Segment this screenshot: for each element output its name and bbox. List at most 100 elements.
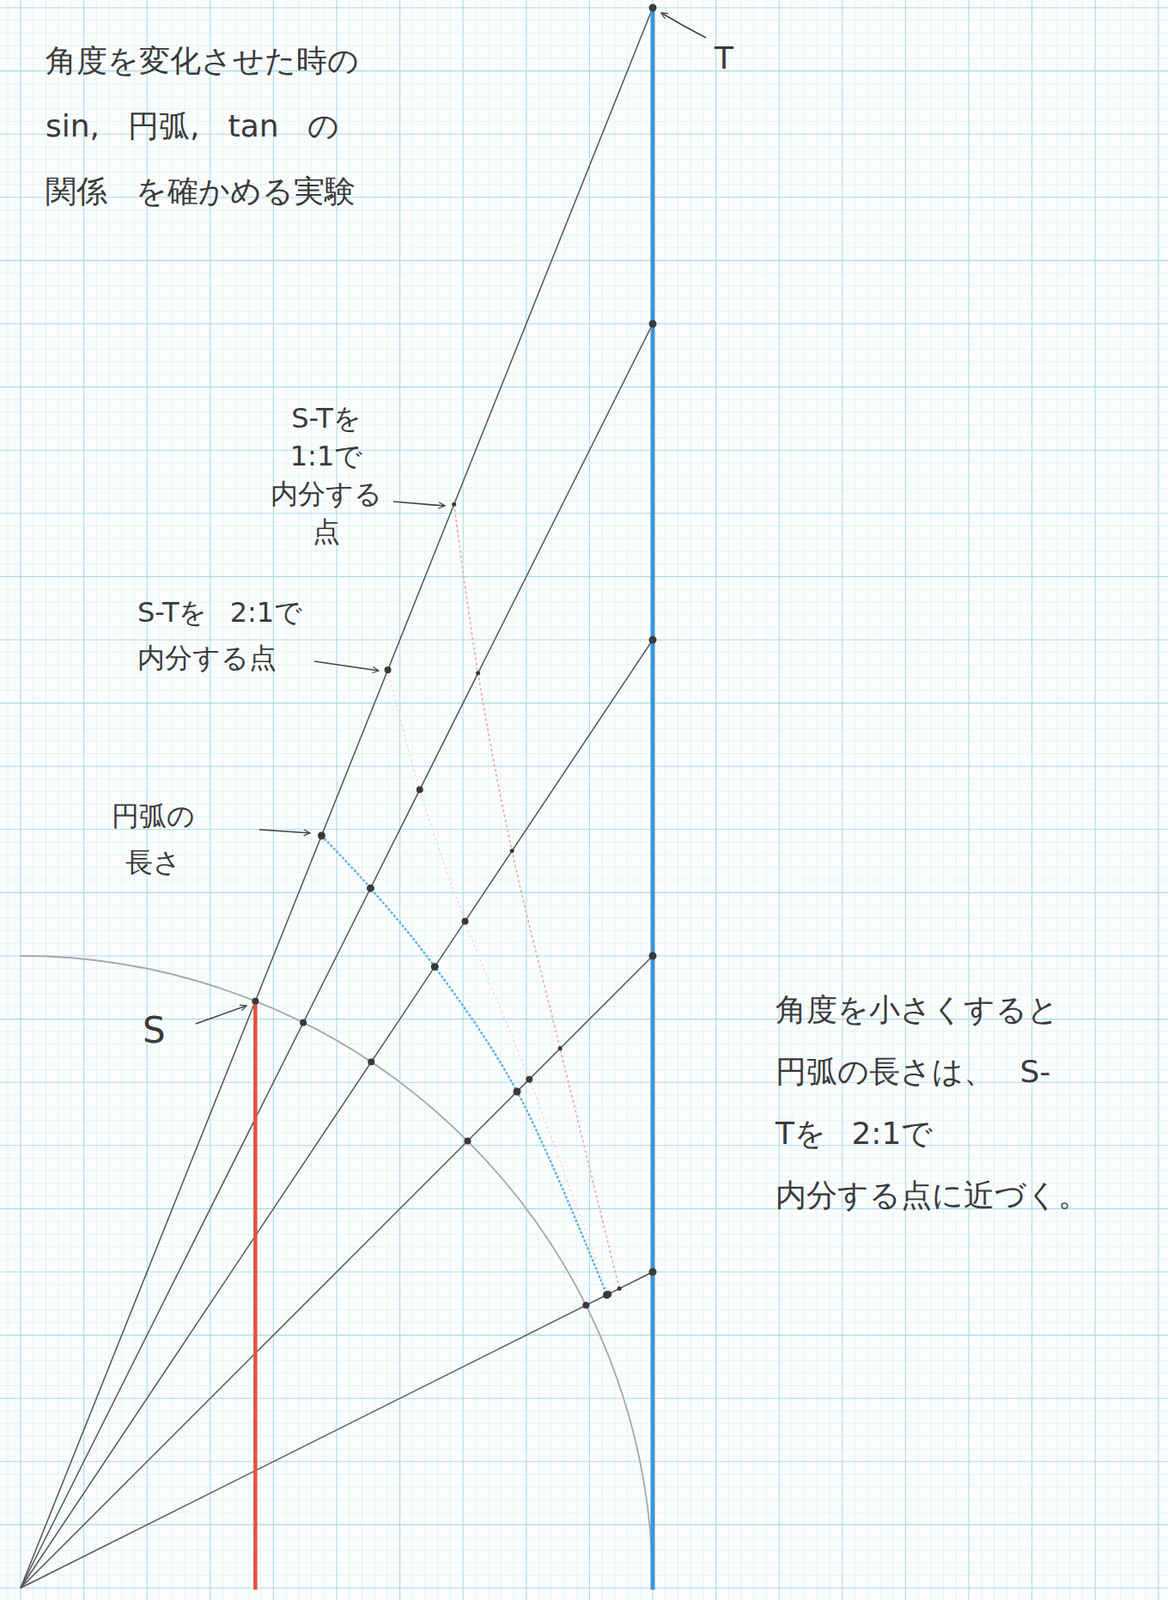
grid-line xyxy=(374,0,376,1600)
grid-line xyxy=(905,0,907,1600)
grid-line xyxy=(879,0,881,1600)
angle-ray xyxy=(20,955,653,1588)
grid-line xyxy=(0,386,1168,388)
grid-line xyxy=(0,1296,1168,1298)
plot-point xyxy=(617,1286,622,1291)
grid-line xyxy=(0,450,1168,451)
grid-line xyxy=(425,0,426,1600)
grid-line xyxy=(0,677,1168,679)
grid-line xyxy=(0,361,1168,363)
grid-line xyxy=(790,0,792,1600)
grid-line xyxy=(980,0,982,1600)
grid-line xyxy=(0,538,1168,540)
grid-line xyxy=(0,930,1168,931)
angle-ray xyxy=(20,1271,653,1588)
grid-line xyxy=(0,1448,1168,1450)
grid-line xyxy=(323,0,325,1600)
grid-line xyxy=(0,905,1168,907)
grid-line xyxy=(0,146,1168,147)
plot-point xyxy=(649,952,657,961)
grid-line xyxy=(829,0,831,1600)
grid-line xyxy=(285,0,287,1600)
grid-line xyxy=(0,980,1168,982)
point-label: T xyxy=(714,37,767,80)
grid-line xyxy=(0,1372,1168,1374)
grid-line xyxy=(1006,0,1008,1600)
grid-line xyxy=(0,1283,1168,1285)
plot-point xyxy=(299,1019,307,1027)
grid-line xyxy=(412,0,414,1600)
grid-line xyxy=(348,0,350,1600)
grid-line xyxy=(0,1435,1168,1437)
grid-line xyxy=(0,96,1168,98)
plot-point xyxy=(463,1137,471,1145)
angle-ray xyxy=(20,639,653,1588)
grid-line xyxy=(0,1031,1168,1033)
grid-line xyxy=(803,0,805,1600)
grid-line xyxy=(0,576,1168,578)
title: 角度を変化させた時の sin, 円弧, tan の 関係 を確かめる実験 xyxy=(45,28,381,225)
grid-line xyxy=(0,310,1168,312)
grid-line xyxy=(0,1486,1168,1488)
grid-line xyxy=(0,1398,1168,1400)
plot-point xyxy=(649,4,657,13)
grid-line xyxy=(741,0,743,1600)
plot-point xyxy=(251,997,259,1005)
grid-line xyxy=(525,0,527,1600)
grid-line xyxy=(0,1221,1168,1223)
grid-line xyxy=(235,0,237,1600)
grid-line xyxy=(0,1157,1168,1159)
grid-line xyxy=(1119,0,1121,1600)
grid-line xyxy=(361,0,363,1600)
grid-line xyxy=(0,917,1168,919)
plot-point xyxy=(317,831,326,840)
arc-length-curve xyxy=(321,835,607,1296)
grid-line xyxy=(0,1170,1168,1172)
two-one-curve xyxy=(388,669,609,1295)
plot-point xyxy=(451,502,457,507)
grid-line xyxy=(0,1094,1168,1095)
grid-line xyxy=(0,373,1168,375)
plot-point xyxy=(649,320,657,329)
plot-point xyxy=(582,1301,590,1309)
grid-line xyxy=(0,563,1168,565)
plot-point xyxy=(525,1076,533,1083)
grid-line xyxy=(109,0,110,1600)
grid-line xyxy=(0,1246,1168,1248)
annotation-label: 円弧の 長さ xyxy=(97,792,209,886)
grid-line xyxy=(0,1562,1168,1564)
midpoint-curve xyxy=(454,504,620,1289)
grid-line xyxy=(0,740,1168,742)
grid-line xyxy=(0,158,1168,160)
grid-line xyxy=(0,412,1168,414)
grid-line xyxy=(0,1473,1168,1475)
grid-line xyxy=(0,322,1168,324)
grid-line xyxy=(563,0,565,1600)
sin-line xyxy=(253,1001,258,1590)
grid-line xyxy=(0,234,1168,236)
grid-line xyxy=(0,335,1168,337)
grid-line xyxy=(918,0,919,1600)
grid-line xyxy=(1157,0,1159,1600)
grid-line xyxy=(967,0,969,1600)
grid-line xyxy=(0,1423,1168,1424)
unit-arc xyxy=(20,955,653,1588)
grid-line xyxy=(0,766,1168,767)
grid-line xyxy=(83,0,85,1600)
grid-line xyxy=(0,689,1168,691)
grid-line xyxy=(1107,0,1108,1600)
grid-line xyxy=(0,512,1168,514)
grid-line xyxy=(1132,0,1134,1600)
grid-line xyxy=(0,474,1168,476)
grid-line xyxy=(222,0,224,1600)
grid-line xyxy=(0,778,1168,779)
grid-line xyxy=(310,0,312,1600)
grid-line xyxy=(0,879,1168,881)
grid-line xyxy=(386,0,388,1600)
grid-line xyxy=(450,0,451,1600)
plot-point xyxy=(649,636,657,645)
leader-arrow xyxy=(195,1005,247,1024)
grid-line xyxy=(715,0,717,1600)
grid-line xyxy=(602,0,603,1600)
plot-point xyxy=(510,848,515,853)
